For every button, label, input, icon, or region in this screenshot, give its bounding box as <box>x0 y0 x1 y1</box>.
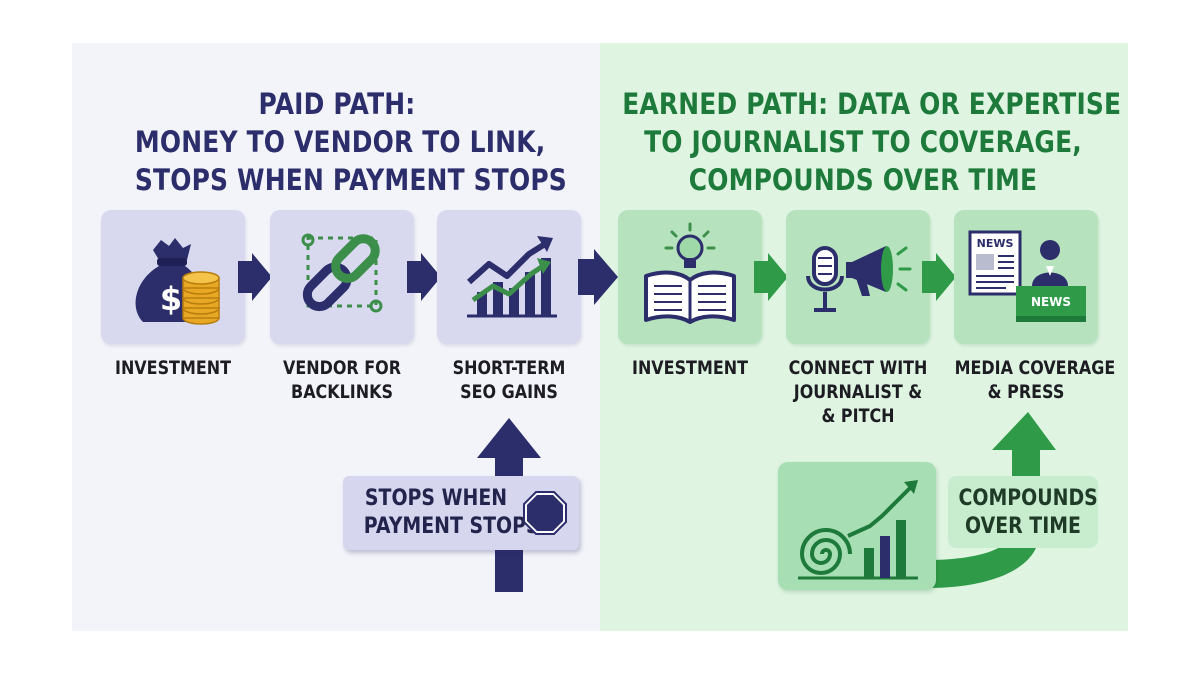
earned-investment-label: INVESTMENT <box>632 357 748 379</box>
paid-seo-box <box>437 210 581 344</box>
earned-arrow-2 <box>922 253 956 301</box>
news-paper-badge: NEWS <box>977 237 1014 250</box>
news-anchor-icon: NEWS NEWS <box>968 230 1086 322</box>
paid-vendor-box <box>270 210 414 344</box>
paid-vendor-label: VENDOR FOR BACKLINKS <box>282 357 402 403</box>
stop-callout-text: STOPS WHEN PAYMENT STOPS <box>363 486 540 539</box>
compound-callout-text: COMPOUNDS OVER TIME <box>958 486 1098 539</box>
paid-seo-label: SHORT-TERM SEO GAINS <box>452 357 566 403</box>
earned-connect-label: CONNECT WITH JOURNALIST & & PITCH <box>788 357 928 427</box>
earned-coverage-box: NEWS NEWS <box>954 210 1098 344</box>
earned-arrow-1 <box>754 253 788 301</box>
earned-connect-box <box>786 210 930 344</box>
earned-path-title: EARNED PATH: DATA OR EXPERTISE TO JOURNA… <box>622 87 1122 197</box>
chain-link-icon <box>301 233 383 313</box>
paid-investment-box: $ <box>101 210 245 344</box>
book-lightbulb-icon <box>644 222 736 324</box>
paid-to-earned-arrow <box>578 249 618 305</box>
paid-arrow-2 <box>407 253 441 301</box>
earned-coverage-label: MEDIA COVERAGE & PRESS <box>954 357 1116 403</box>
svg-text:$: $ <box>160 280 182 318</box>
growth-bar-chart-icon <box>466 236 557 318</box>
paid-investment-label: INVESTMENT <box>115 357 231 379</box>
paid-path-title: PAID PATH: MONEY TO VENDOR TO LINK, STOP… <box>134 87 567 197</box>
spiral-growth-chart-icon <box>798 480 918 580</box>
compound-label-box <box>948 476 1098 548</box>
earned-investment-box <box>618 210 762 344</box>
paid-arrow-1 <box>238 253 272 301</box>
compound-icon-box <box>778 462 936 590</box>
money-bag-coins-icon: $ <box>135 238 220 325</box>
microphone-megaphone-icon <box>806 246 912 312</box>
news-desk-badge: NEWS <box>1031 295 1071 309</box>
octagon-stop-icon <box>522 490 568 536</box>
